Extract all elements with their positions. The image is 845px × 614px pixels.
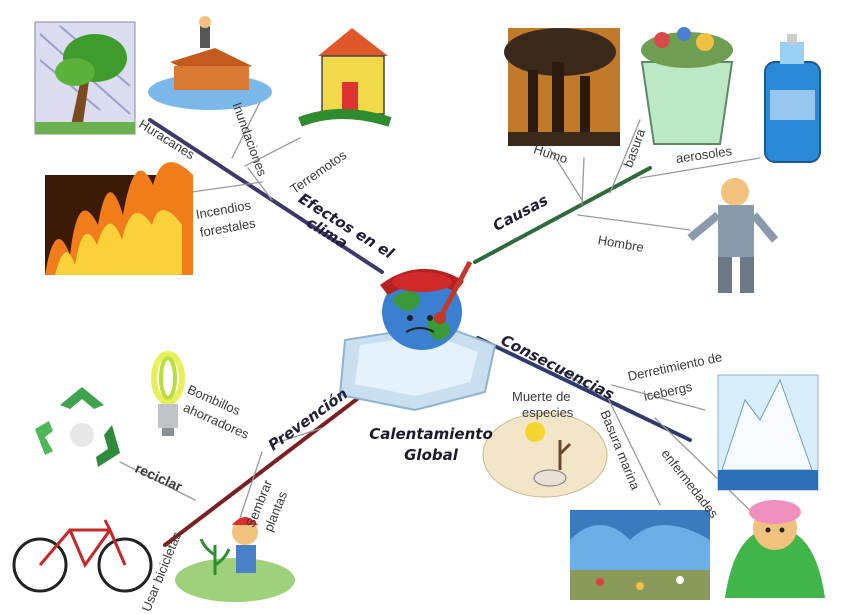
planting-boy-illustration bbox=[175, 517, 295, 602]
prevencion-main-line bbox=[163, 378, 384, 547]
energy-saving-bulb-illustration bbox=[151, 351, 185, 436]
sick-person-illustration bbox=[725, 500, 825, 598]
earthquake-house-illustration bbox=[298, 28, 392, 127]
dead-species-illustration bbox=[482, 412, 608, 498]
man-illustration bbox=[687, 178, 779, 293]
aerosol-can-illustration bbox=[764, 34, 821, 163]
factory-smoke-illustration bbox=[504, 28, 620, 146]
hurricane-tree-illustration bbox=[34, 21, 136, 135]
label-muerte-2: especies bbox=[522, 405, 574, 420]
bicycle-illustration bbox=[12, 519, 153, 593]
causas-main-line bbox=[473, 166, 652, 264]
trash-bin-illustration bbox=[640, 27, 734, 145]
recycle-symbol-illustration bbox=[35, 387, 120, 467]
central-topic-title: Calentamiento Global bbox=[346, 424, 516, 466]
icebergs-illustration bbox=[717, 374, 819, 491]
central-topic-line1: Calentamiento bbox=[369, 425, 493, 443]
flood-house-illustration bbox=[148, 16, 272, 110]
central-topic-line2: Global bbox=[404, 446, 458, 464]
forest-fire-illustration bbox=[45, 162, 193, 275]
center-globe-illustration bbox=[338, 260, 497, 412]
consecuencias-main-line bbox=[476, 336, 692, 442]
connector-lines bbox=[119, 91, 761, 547]
efectos-main-line bbox=[148, 118, 384, 274]
marine-garbage-illustration bbox=[570, 510, 710, 600]
label-muerte-1: Muerte de bbox=[512, 389, 571, 404]
